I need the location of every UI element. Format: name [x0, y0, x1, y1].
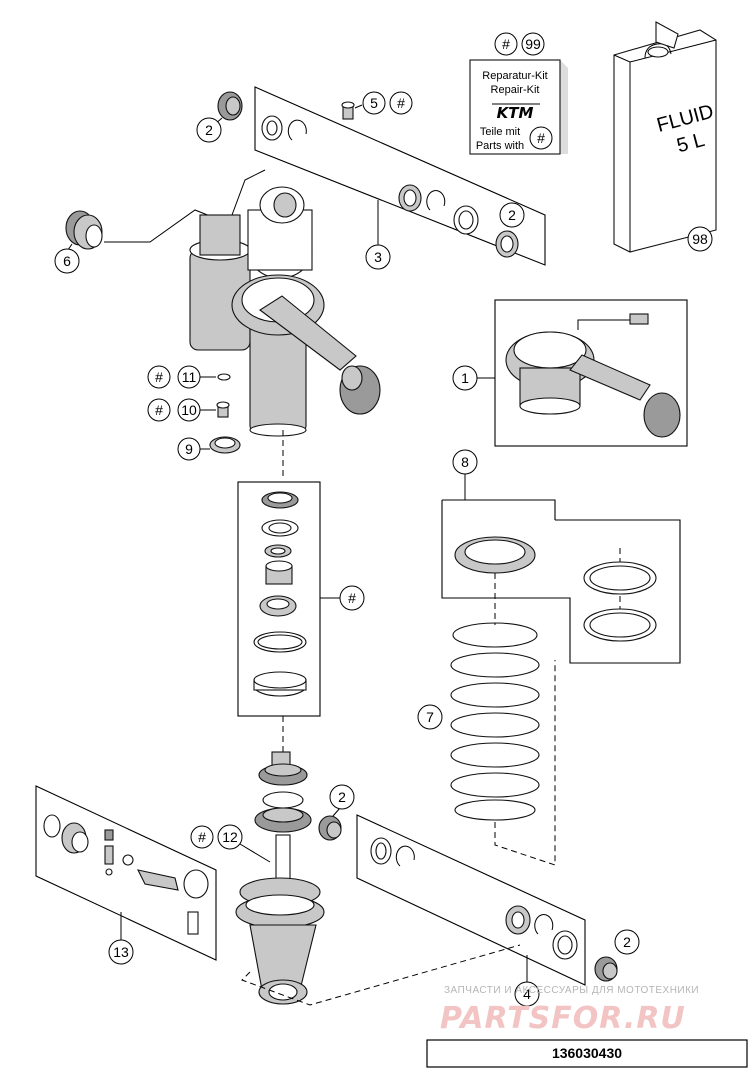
callout-hash-11-label: #: [155, 369, 163, 385]
callout-hash-10-label: #: [155, 402, 163, 418]
callout-7[interactable]: [417, 704, 443, 730]
diagram-code-box: [426, 1039, 748, 1068]
callout-99-label: 99: [525, 36, 541, 52]
bushing-2-bottom: [594, 956, 618, 982]
callout-9-label: 9: [185, 441, 193, 457]
callout-2-middle-label: 2: [338, 789, 346, 805]
screw-5: [341, 101, 363, 120]
callout-6-label: 6: [63, 253, 71, 269]
valve-10: [216, 401, 230, 418]
callout-hash-12-label: #: [198, 829, 206, 845]
callout-7-label: 7: [426, 709, 434, 725]
watermark-tagline: ЗАПЧАСТИ И АКСЕССУАРЫ ДЛЯ МОТОТЕХНИКИ: [444, 985, 699, 996]
callout-1-label: 1: [461, 370, 469, 386]
callout-hash-5-label: #: [397, 95, 405, 111]
repair-kit-line2: Repair-Kit: [491, 84, 540, 96]
callout-2-top[interactable]: [196, 117, 222, 143]
callout-13[interactable]: [108, 939, 134, 965]
callout-hash-12[interactable]: [190, 825, 214, 849]
seal-kit-4-parts: [370, 837, 578, 960]
callout-12[interactable]: [217, 824, 243, 850]
o-ring-11: [217, 373, 231, 381]
kit-frame-3: [254, 86, 546, 266]
callout-6[interactable]: [54, 248, 80, 274]
callout-2-middle[interactable]: [329, 784, 355, 810]
seal-kit-3-parts: [261, 115, 479, 235]
callout-hash-seals-label: #: [348, 590, 356, 606]
callout-hash-kit-label: #: [502, 36, 510, 52]
spring-seat-8: [454, 536, 657, 642]
bushing-2-top: [213, 91, 243, 126]
valve-6: [65, 209, 216, 250]
callout-8-label: 8: [461, 454, 469, 470]
diagram-code: 136030430: [552, 1045, 622, 1061]
seal-stack-frame: [237, 481, 321, 717]
spring-seat-frame-8: [442, 499, 556, 520]
repair-kit-box: Reparatur-Kit Repair-Kit KTM Teile mit P…: [469, 59, 568, 155]
callout-99[interactable]: [521, 32, 545, 56]
callout-10-label: 10: [181, 402, 197, 418]
callout-2-top-label: 2: [205, 122, 213, 138]
kit-frame-13: [35, 785, 217, 961]
piston-rod-12: [235, 751, 325, 1005]
callout-4[interactable]: [514, 981, 540, 1007]
callout-2-bottom-label: 2: [623, 934, 631, 950]
repair-kit-line4: Parts with: [476, 140, 524, 152]
repair-kit-line1: Reparatur-Kit: [482, 70, 547, 82]
cap-9: [209, 436, 241, 454]
repair-kit-callout: # 99: [494, 32, 545, 56]
adjuster-1: [505, 313, 681, 438]
callout-11-label: 11: [182, 369, 197, 385]
callout-3[interactable]: [365, 244, 391, 270]
callout-12-label: 12: [222, 829, 238, 845]
callout-hash-11[interactable]: [147, 365, 171, 389]
callout-2-right-label: 2: [508, 207, 516, 223]
repair-kit-hash-badge: [529, 126, 553, 150]
callout-5-label: 5: [370, 95, 378, 111]
bushing-2-right: [495, 230, 519, 258]
callout-2-right[interactable]: [499, 202, 525, 228]
callout-hash-seals[interactable]: [339, 585, 365, 611]
bushing-2-middle: [318, 815, 342, 841]
watermark-logo: PARTSFOR.RU: [440, 1001, 686, 1036]
callout-hash-kit[interactable]: [494, 32, 518, 56]
repair-kit-hash-label: #: [537, 130, 545, 146]
detail-frame-1: [494, 299, 688, 447]
callout-8[interactable]: [452, 449, 478, 475]
kit-frame-4: [356, 814, 586, 986]
callout-98-label: 98: [692, 231, 708, 247]
ktm-logo: KTM: [497, 104, 534, 122]
callout-98[interactable]: [687, 226, 713, 252]
callout-13-label: 13: [113, 944, 129, 960]
callout-hash-5[interactable]: [389, 91, 413, 115]
repair-kit-line3: Teile mit: [480, 126, 520, 138]
callout-5[interactable]: [362, 91, 386, 115]
callout-3-label: 3: [374, 249, 382, 265]
callout-1[interactable]: [452, 365, 478, 391]
adjuster-parts-13: [43, 814, 209, 935]
callout-4-label: 4: [523, 986, 531, 1002]
seal-stack: [253, 491, 307, 697]
callout-2-bottom[interactable]: [614, 929, 640, 955]
fluid-can: FLUID 5 L 98: [613, 21, 717, 253]
callout-hash-10[interactable]: [147, 398, 171, 422]
spring-7: [450, 622, 540, 821]
shock-body: [189, 169, 381, 437]
